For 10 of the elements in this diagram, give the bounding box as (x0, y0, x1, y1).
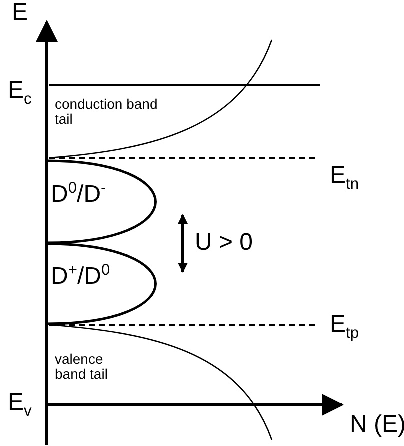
band-tail-label: valence band tail (55, 352, 109, 383)
band-tail-label: conduction band tail (55, 97, 159, 128)
level-label: E$_{tn}$ (330, 163, 360, 193)
level-label: E$_{tp}$ (330, 312, 360, 342)
state-label: D$^{0}$/D$^{-}$ (51, 180, 106, 208)
state-label: D$^{+}$/D$^{0}$ (51, 262, 110, 290)
level-label: E$_{v}$ (8, 390, 32, 420)
axis-label: E (12, 0, 28, 26)
level-label: E$_{c}$ (8, 78, 32, 108)
energy-gap-label: U > 0 (195, 230, 254, 256)
